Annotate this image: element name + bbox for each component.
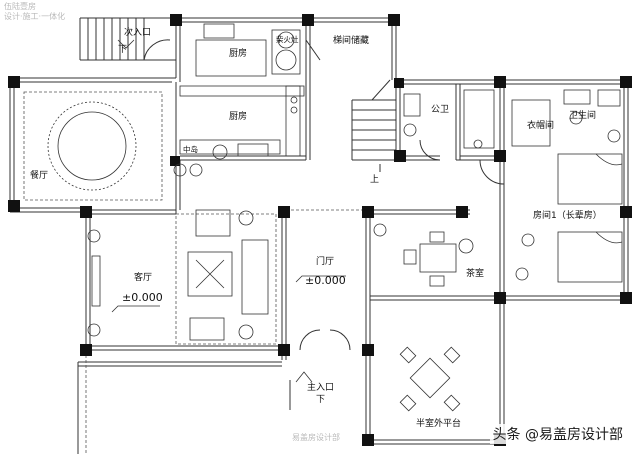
label-public-bath: 公卫 [431, 105, 450, 115]
credit-text: 头条 @易盖房设计部 [489, 424, 626, 444]
dining-table [57, 111, 127, 181]
terrace-bottom [370, 439, 500, 445]
stair-break [371, 79, 391, 101]
label-foyer: 门厅 [316, 257, 335, 267]
storage-door [305, 39, 321, 61]
dining-bottom-wall [10, 207, 86, 213]
label-main-entrance: 主入口 [307, 383, 335, 393]
dining-zone [23, 91, 163, 201]
right-wall [623, 80, 629, 300]
label-stair-up: 上 [370, 175, 380, 185]
label-second-entrance: 次入口 [124, 28, 152, 38]
living-zone [175, 213, 277, 345]
label-down-entry: 下 [118, 45, 128, 55]
entry-door-arc [143, 39, 171, 61]
label-down-main: 下 [316, 395, 326, 405]
label-dining: 餐厅 [30, 171, 49, 181]
label-kitchen-upper: 厨房 [229, 49, 248, 59]
terrace-right [499, 300, 505, 440]
bath-door-arc [479, 159, 505, 185]
shower-bottom [456, 155, 500, 161]
stair-top-right [391, 18, 397, 80]
living-left-wall [85, 212, 91, 350]
main-entry-arrow [295, 371, 313, 383]
wardrobe-top-wall [500, 79, 628, 85]
bath-left-wall [395, 84, 401, 160]
label-stair-storage: 梯间储藏 [333, 36, 370, 46]
bedroom-bottom [500, 295, 628, 301]
terrace-left [365, 350, 371, 440]
entry-steps [79, 18, 145, 60]
columns-layer [8, 14, 632, 446]
main-door-arc-r [329, 329, 351, 351]
kitchen-bottom [176, 155, 306, 161]
entry-steps-frame [80, 17, 176, 61]
dashed-layer [23, 91, 366, 454]
tea-bottom [370, 295, 500, 301]
main-door-arc-l [299, 329, 321, 351]
label-tea-room: 茶室 [466, 269, 485, 279]
kitchen-left-wall [175, 18, 181, 82]
living-bottom [86, 345, 282, 351]
top-wall [176, 17, 396, 23]
furniture-layer [47, 23, 623, 412]
watermark-top-left-2: 设计·施工·一体化 [4, 12, 66, 21]
bath-top-wall [396, 79, 500, 85]
label-bathroom: 卫生间 [569, 111, 597, 121]
label-wardrobe: 衣帽间 [527, 121, 555, 131]
dining-left-wall [9, 78, 15, 212]
entry-arrow [117, 39, 135, 49]
label-foyer-level: ±0.000 [305, 274, 346, 287]
tea-top [366, 209, 470, 215]
label-stove: 柴火灶 [276, 35, 299, 44]
label-living-level: ±0.000 [122, 291, 163, 304]
living-top [86, 209, 176, 215]
kitchen-right-wall [305, 18, 311, 160]
label-living: 客厅 [134, 273, 153, 283]
label-island: 中岛 [183, 145, 198, 154]
foyer-right-wall [365, 210, 371, 350]
wc-door-arc [419, 139, 441, 161]
label-bedroom: 房间1（长辈房） [533, 211, 602, 221]
bedroom-left-wall [499, 84, 505, 300]
stair-treads [352, 99, 396, 161]
kitchen-lower-left [175, 160, 181, 214]
label-terrace: 半室外平台 [416, 419, 462, 429]
watermark-top-left-1: 伍陆壹房 [4, 2, 36, 11]
label-kitchen-lower: 厨房 [229, 112, 248, 122]
bath-bottom [400, 155, 440, 161]
living-right-wall [281, 210, 287, 360]
bath-mid [455, 84, 461, 160]
porch-line [78, 361, 282, 367]
watermark-bottom: 易盖房设计部 [292, 433, 340, 442]
dining-top-wall [10, 77, 176, 83]
